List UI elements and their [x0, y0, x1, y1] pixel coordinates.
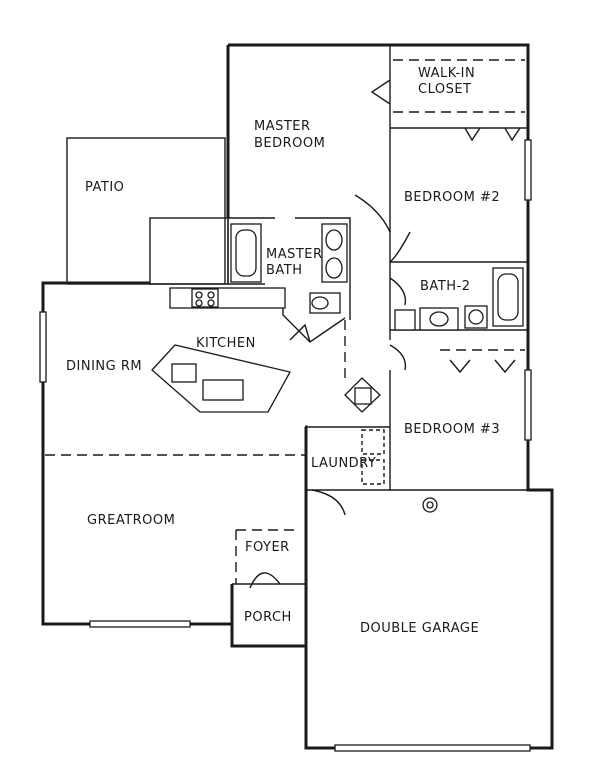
- porch-label: PORCH: [244, 610, 292, 625]
- patio-area: [66, 137, 229, 285]
- bedroom-3-label: BEDROOM #3: [404, 422, 500, 437]
- bath-2-label: BATH-2: [420, 279, 470, 294]
- master-bath-label-1: MASTER: [266, 247, 323, 262]
- double-garage-label: DOUBLE GARAGE: [360, 621, 479, 636]
- master-bedroom-label-1: MASTER: [254, 119, 311, 134]
- bedroom-2-label: BEDROOM #2: [404, 190, 500, 205]
- dashed-boundaries: [45, 59, 525, 647]
- walk-in-closet-label-1: WALK-IN: [418, 66, 475, 81]
- patio-label: PATIO: [85, 180, 124, 195]
- room-labels: WALK-IN CLOSET MASTER BEDROOM PATIO BEDR…: [66, 66, 500, 636]
- doors: [249, 79, 521, 589]
- walk-in-closet-label-2: CLOSET: [418, 82, 472, 97]
- foyer-label: FOYER: [245, 540, 290, 555]
- interior-walls: [227, 45, 528, 585]
- dining-rm-label: DINING RM: [66, 359, 142, 374]
- kitchen-label: KITCHEN: [196, 336, 256, 351]
- windows: [39, 139, 532, 752]
- greatroom-label: GREATROOM: [87, 513, 175, 528]
- fixtures: [151, 223, 524, 513]
- master-bedroom-label-2: BEDROOM: [254, 136, 325, 151]
- master-bath-label-2: BATH: [266, 263, 303, 278]
- laundry-label: LAUNDRY: [311, 456, 376, 471]
